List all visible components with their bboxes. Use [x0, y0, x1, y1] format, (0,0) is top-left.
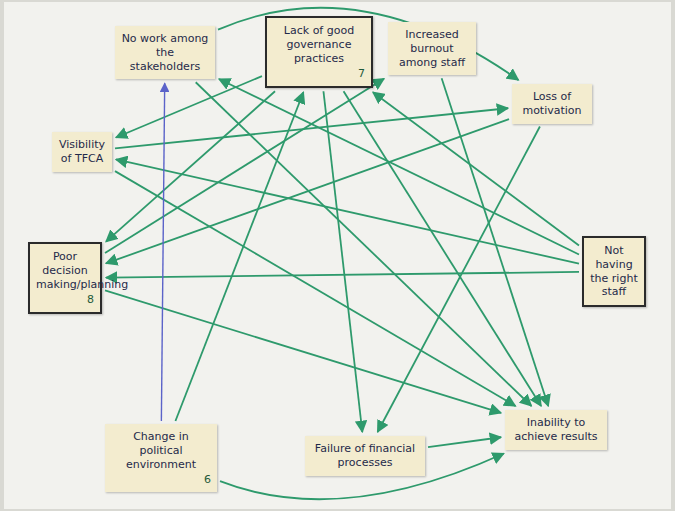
note-text: Poor decision making/planning [36, 250, 94, 291]
note-text: Increased burnout among staff [394, 28, 470, 69]
causal-arrow [378, 127, 540, 433]
note-text: Change in political environment [111, 430, 211, 471]
causal-arrow [323, 91, 362, 432]
causal-arrow [116, 76, 262, 137]
sticky-note: Visibility of TFCA [52, 132, 112, 172]
causal-arrow [105, 290, 501, 412]
note-text: Visibility of TFCA [58, 138, 106, 166]
note-text: Loss of motivation [518, 90, 586, 118]
priority-number: 8 [36, 293, 94, 306]
key-issue-note: Not having the right staff [582, 236, 646, 307]
causal-arrow [105, 79, 384, 253]
note-text: Inability to achieve results [511, 416, 601, 444]
sticky-note: Inability to achieve results [505, 410, 607, 450]
causal-arrow [106, 272, 579, 278]
sticky-note: Loss of motivation [512, 84, 592, 124]
note-text: Not having the right staff [590, 244, 638, 299]
priority-number: 6 [111, 473, 211, 486]
note-text: No work among the stakeholders [121, 32, 209, 73]
causal-arrow [175, 92, 303, 421]
key-issue-note: Lack of good governance practices 7 [265, 16, 373, 88]
causal-arrow [115, 171, 516, 406]
note-text: Failure of financial processes [311, 442, 419, 470]
sticky-note: Change in political environment 6 [105, 424, 217, 492]
note-text: Lack of good governance practices [273, 24, 365, 65]
sticky-note: Failure of financial processes [305, 436, 425, 476]
key-issue-note: Poor decision making/planning 8 [28, 242, 102, 314]
causal-arrow [161, 83, 164, 421]
sticky-note: No work among the stakeholders [115, 26, 215, 79]
priority-number: 7 [273, 67, 365, 80]
causal-arrow [428, 437, 501, 447]
causal-arrow [115, 108, 508, 148]
sticky-note: Increased burnout among staff [388, 22, 476, 75]
causal-arrow [196, 82, 532, 406]
causal-arrow [442, 78, 549, 406]
causal-arrow [106, 91, 275, 241]
